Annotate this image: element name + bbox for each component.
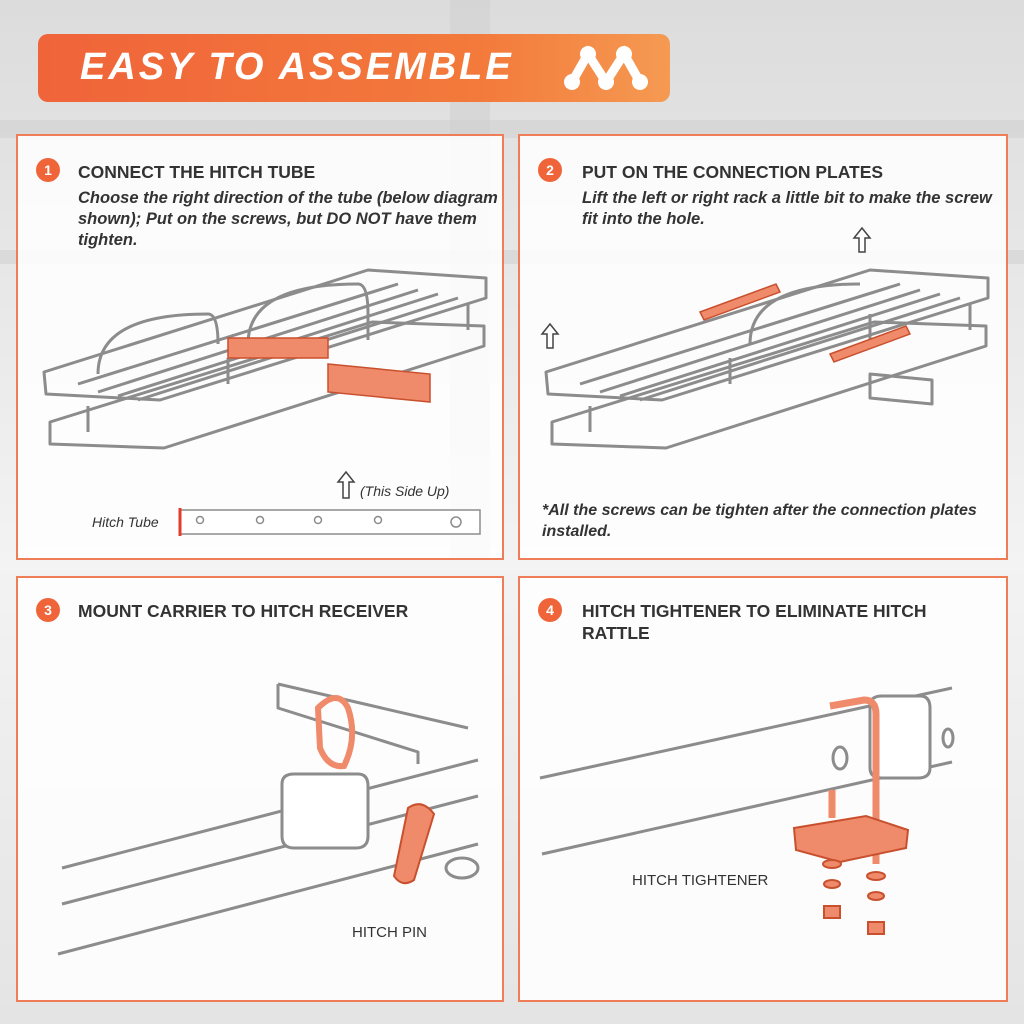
background-rail [0,120,1024,138]
step-number-badge: 3 [36,598,60,622]
step-title: CONNECT THE HITCH TUBE [78,162,316,182]
step-3-panel: 3 MOUNT CARRIER TO HITCH RECEIVER HITCH … [16,576,504,1002]
step-title: MOUNT CARRIER TO HITCH RECEIVER [78,601,409,621]
header-banner: EASY TO ASSEMBLE [38,34,670,102]
hitch-tube-diagram [178,508,481,536]
step-number-badge: 1 [36,158,60,182]
hitch-receiver-illustration [57,682,480,956]
side-up-label: (This Side Up) [360,483,450,499]
hitch-tube-label: Hitch Tube [92,514,159,530]
step-description: Choose the right direction of the tube (… [78,189,498,249]
cargo-carrier-plates-illustration [544,268,990,450]
arrow-up-icon [336,470,356,499]
step-title: HITCH TIGHTENER TO ELIMINATE HITCH RATTL… [582,601,927,643]
arrow-up-icon [852,226,872,253]
hitch-pin-label: HITCH PIN [352,924,427,941]
steps-logo-icon [564,45,648,91]
banner-title: EASY TO ASSEMBLE [80,46,514,88]
hitch-tightener-illustration [539,686,955,935]
step-4-panel: 4 HITCH TIGHTENER TO ELIMINATE HITCH RAT… [518,576,1008,1002]
step-1-panel: 1 CONNECT THE HITCH TUBE Choose the righ… [16,134,504,560]
hitch-tightener-label: HITCH TIGHTENER [632,872,769,889]
step-number-badge: 4 [538,598,562,622]
arrow-up-icon [540,322,560,349]
step-description: Lift the left or right rack a little bit… [582,189,992,228]
assembly-note: *All the screws can be tighten after the… [542,502,977,540]
step-2-panel: 2 PUT ON THE CONNECTION PLATES Lift the … [518,134,1008,560]
step-number-badge: 2 [538,158,562,182]
cargo-carrier-illustration [42,268,488,450]
step-title: PUT ON THE CONNECTION PLATES [582,162,884,182]
